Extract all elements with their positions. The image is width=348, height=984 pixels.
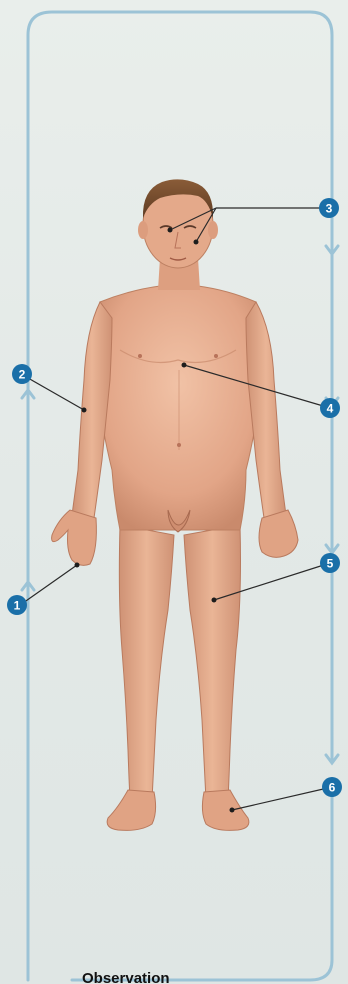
endpoint-4: [182, 363, 187, 368]
endpoint-6: [230, 808, 235, 813]
navel: [177, 443, 181, 447]
marker-5: 5: [320, 553, 340, 573]
left-leg: [119, 525, 174, 800]
endpoint-3b: [194, 240, 199, 245]
endpoint-5: [212, 598, 217, 603]
left-nipple: [138, 354, 142, 358]
right-foot: [202, 790, 248, 830]
marker-6: 6: [322, 777, 342, 797]
endpoint-1: [75, 563, 80, 568]
marker-4: 4: [320, 398, 340, 418]
right-ear: [208, 221, 218, 239]
left-arm: [72, 302, 112, 518]
right-hand: [259, 510, 298, 557]
marker-3: 3: [319, 198, 339, 218]
marker-2: 2: [12, 364, 32, 384]
marker-3-label: 3: [326, 202, 333, 216]
right-nipple: [214, 354, 218, 358]
caption-label: Observation: [82, 970, 170, 984]
left-ear: [138, 221, 148, 239]
right-arm: [246, 302, 286, 518]
leader-line-6: [232, 787, 332, 810]
endpoint-2: [82, 408, 87, 413]
endpoint-3a: [168, 228, 173, 233]
human-figure: [52, 179, 298, 830]
leader-line-2: [28, 378, 84, 410]
left-foot: [107, 790, 155, 830]
marker-1-label: 1: [14, 599, 21, 613]
left-hand: [52, 510, 97, 565]
marker-1: 1: [7, 595, 27, 615]
marker-6-label: 6: [329, 781, 336, 795]
marker-2-label: 2: [19, 368, 26, 382]
marker-5-label: 5: [327, 557, 334, 571]
right-leg: [184, 525, 241, 800]
marker-4-label: 4: [327, 402, 334, 416]
